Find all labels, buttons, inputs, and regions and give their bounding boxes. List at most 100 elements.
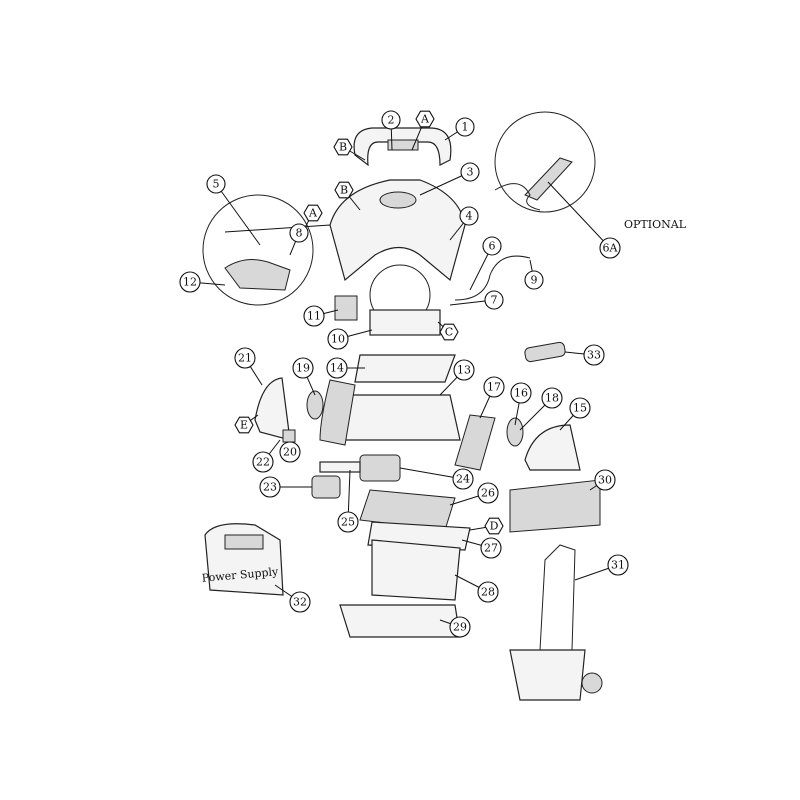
detail-circle-right bbox=[494, 111, 596, 213]
callout-text: 18 bbox=[545, 392, 559, 405]
brush-core-part bbox=[319, 461, 361, 473]
callout-hexagon bbox=[303, 204, 323, 222]
callout-text: C bbox=[445, 326, 453, 339]
callout-text: 13 bbox=[457, 364, 471, 377]
callout-text: 28 bbox=[481, 586, 495, 599]
callout-text: 16 bbox=[514, 387, 528, 400]
callout-4: 4 bbox=[449, 206, 479, 241]
callout-circle bbox=[279, 441, 301, 463]
top-cover-part bbox=[329, 179, 466, 282]
callout-14: 14 bbox=[326, 357, 365, 379]
callout-text: 1 bbox=[462, 121, 469, 134]
callout-b: B bbox=[333, 138, 366, 161]
callout-circle bbox=[179, 271, 201, 293]
caddy-wheel-part bbox=[581, 672, 603, 694]
callout-text: 9 bbox=[531, 274, 538, 287]
cable-swivel-part bbox=[524, 157, 573, 201]
motor-box-part bbox=[369, 309, 441, 336]
callout-28: 28 bbox=[454, 574, 499, 603]
callout-6a: 6A bbox=[547, 181, 621, 259]
callout-11: 11 bbox=[303, 305, 339, 327]
callout-circle bbox=[459, 206, 479, 226]
callout-25: 25 bbox=[337, 469, 359, 533]
callout-2: 2 bbox=[381, 110, 401, 151]
callout-circle bbox=[524, 270, 544, 290]
callout-text: B bbox=[339, 141, 347, 154]
callout-text: 21 bbox=[238, 352, 252, 365]
callout-text: 17 bbox=[487, 381, 501, 394]
callout-22: 22 bbox=[252, 439, 281, 473]
callout-text: 30 bbox=[598, 474, 612, 487]
handle-part bbox=[353, 127, 452, 167]
callout-hexagon bbox=[484, 517, 504, 535]
callout-hexagon bbox=[333, 138, 353, 156]
callout-15: 15 bbox=[559, 397, 591, 431]
motor-detail bbox=[224, 259, 291, 291]
callout-circle bbox=[453, 359, 475, 381]
left-pulley-part bbox=[306, 390, 324, 420]
callout-21: 21 bbox=[234, 347, 263, 386]
callout-circle bbox=[484, 290, 504, 310]
callout-circle bbox=[541, 387, 563, 409]
caddy-frame-part bbox=[539, 544, 576, 651]
callout-text: 2 bbox=[388, 114, 395, 127]
remote-control-part bbox=[524, 341, 566, 363]
callout-17: 17 bbox=[479, 376, 505, 419]
callout-circle bbox=[452, 468, 474, 490]
brush-spare-part bbox=[311, 475, 341, 499]
callout-a: A bbox=[411, 110, 435, 151]
right-track-part bbox=[454, 414, 496, 471]
leader-line bbox=[399, 467, 464, 480]
callout-text: 3 bbox=[467, 166, 474, 179]
callout-text: 22 bbox=[256, 456, 270, 469]
chassis-top-part bbox=[354, 354, 456, 383]
callout-text: 5 bbox=[213, 178, 220, 191]
callout-circle bbox=[594, 469, 616, 491]
callout-text: 23 bbox=[263, 481, 277, 494]
callout-circle bbox=[326, 357, 348, 379]
callout-hexagon bbox=[234, 416, 254, 434]
leader-line bbox=[547, 181, 611, 249]
callout-circle bbox=[569, 397, 591, 419]
callout-20: 20 bbox=[279, 441, 301, 463]
top-cover-hub bbox=[379, 191, 417, 209]
callout-text: E bbox=[240, 419, 248, 432]
right-side-panel-part bbox=[524, 424, 581, 471]
callout-circle bbox=[477, 581, 499, 603]
callout-circle bbox=[480, 537, 502, 559]
cable-part bbox=[454, 255, 531, 301]
callout-text: 4 bbox=[466, 210, 473, 223]
callout-text: 24 bbox=[456, 473, 470, 486]
callout-circle bbox=[381, 110, 401, 130]
callout-text: 20 bbox=[283, 446, 297, 459]
callout-b: B bbox=[334, 181, 361, 211]
callout-text: 14 bbox=[330, 362, 344, 375]
callout-32: 32 bbox=[274, 584, 311, 613]
callout-text: D bbox=[490, 520, 499, 533]
clip-part bbox=[282, 429, 296, 443]
callout-5: 5 bbox=[206, 174, 261, 246]
callout-16: 16 bbox=[510, 382, 532, 426]
callout-18: 18 bbox=[519, 387, 563, 431]
callout-text: 10 bbox=[331, 333, 345, 346]
leader-line bbox=[215, 183, 261, 246]
callout-circle bbox=[477, 482, 499, 504]
callout-6: 6 bbox=[469, 236, 502, 291]
callout-circle bbox=[327, 328, 349, 350]
callout-text: 33 bbox=[587, 349, 601, 362]
callout-circle bbox=[234, 347, 256, 369]
callout-c: C bbox=[437, 321, 459, 341]
callout-text: 11 bbox=[307, 310, 321, 323]
filter-cartridges-part bbox=[509, 479, 601, 533]
callout-27: 27 bbox=[461, 537, 502, 559]
callout-9: 9 bbox=[524, 259, 544, 290]
callout-text: 15 bbox=[573, 402, 587, 415]
left-track-part bbox=[319, 379, 356, 446]
callout-text: 19 bbox=[296, 362, 310, 375]
callout-circle bbox=[337, 511, 359, 533]
detail-circle-left bbox=[202, 194, 314, 306]
callout-10: 10 bbox=[327, 328, 373, 350]
callout-text: 26 bbox=[481, 487, 495, 500]
callout-text: 29 bbox=[453, 621, 467, 634]
